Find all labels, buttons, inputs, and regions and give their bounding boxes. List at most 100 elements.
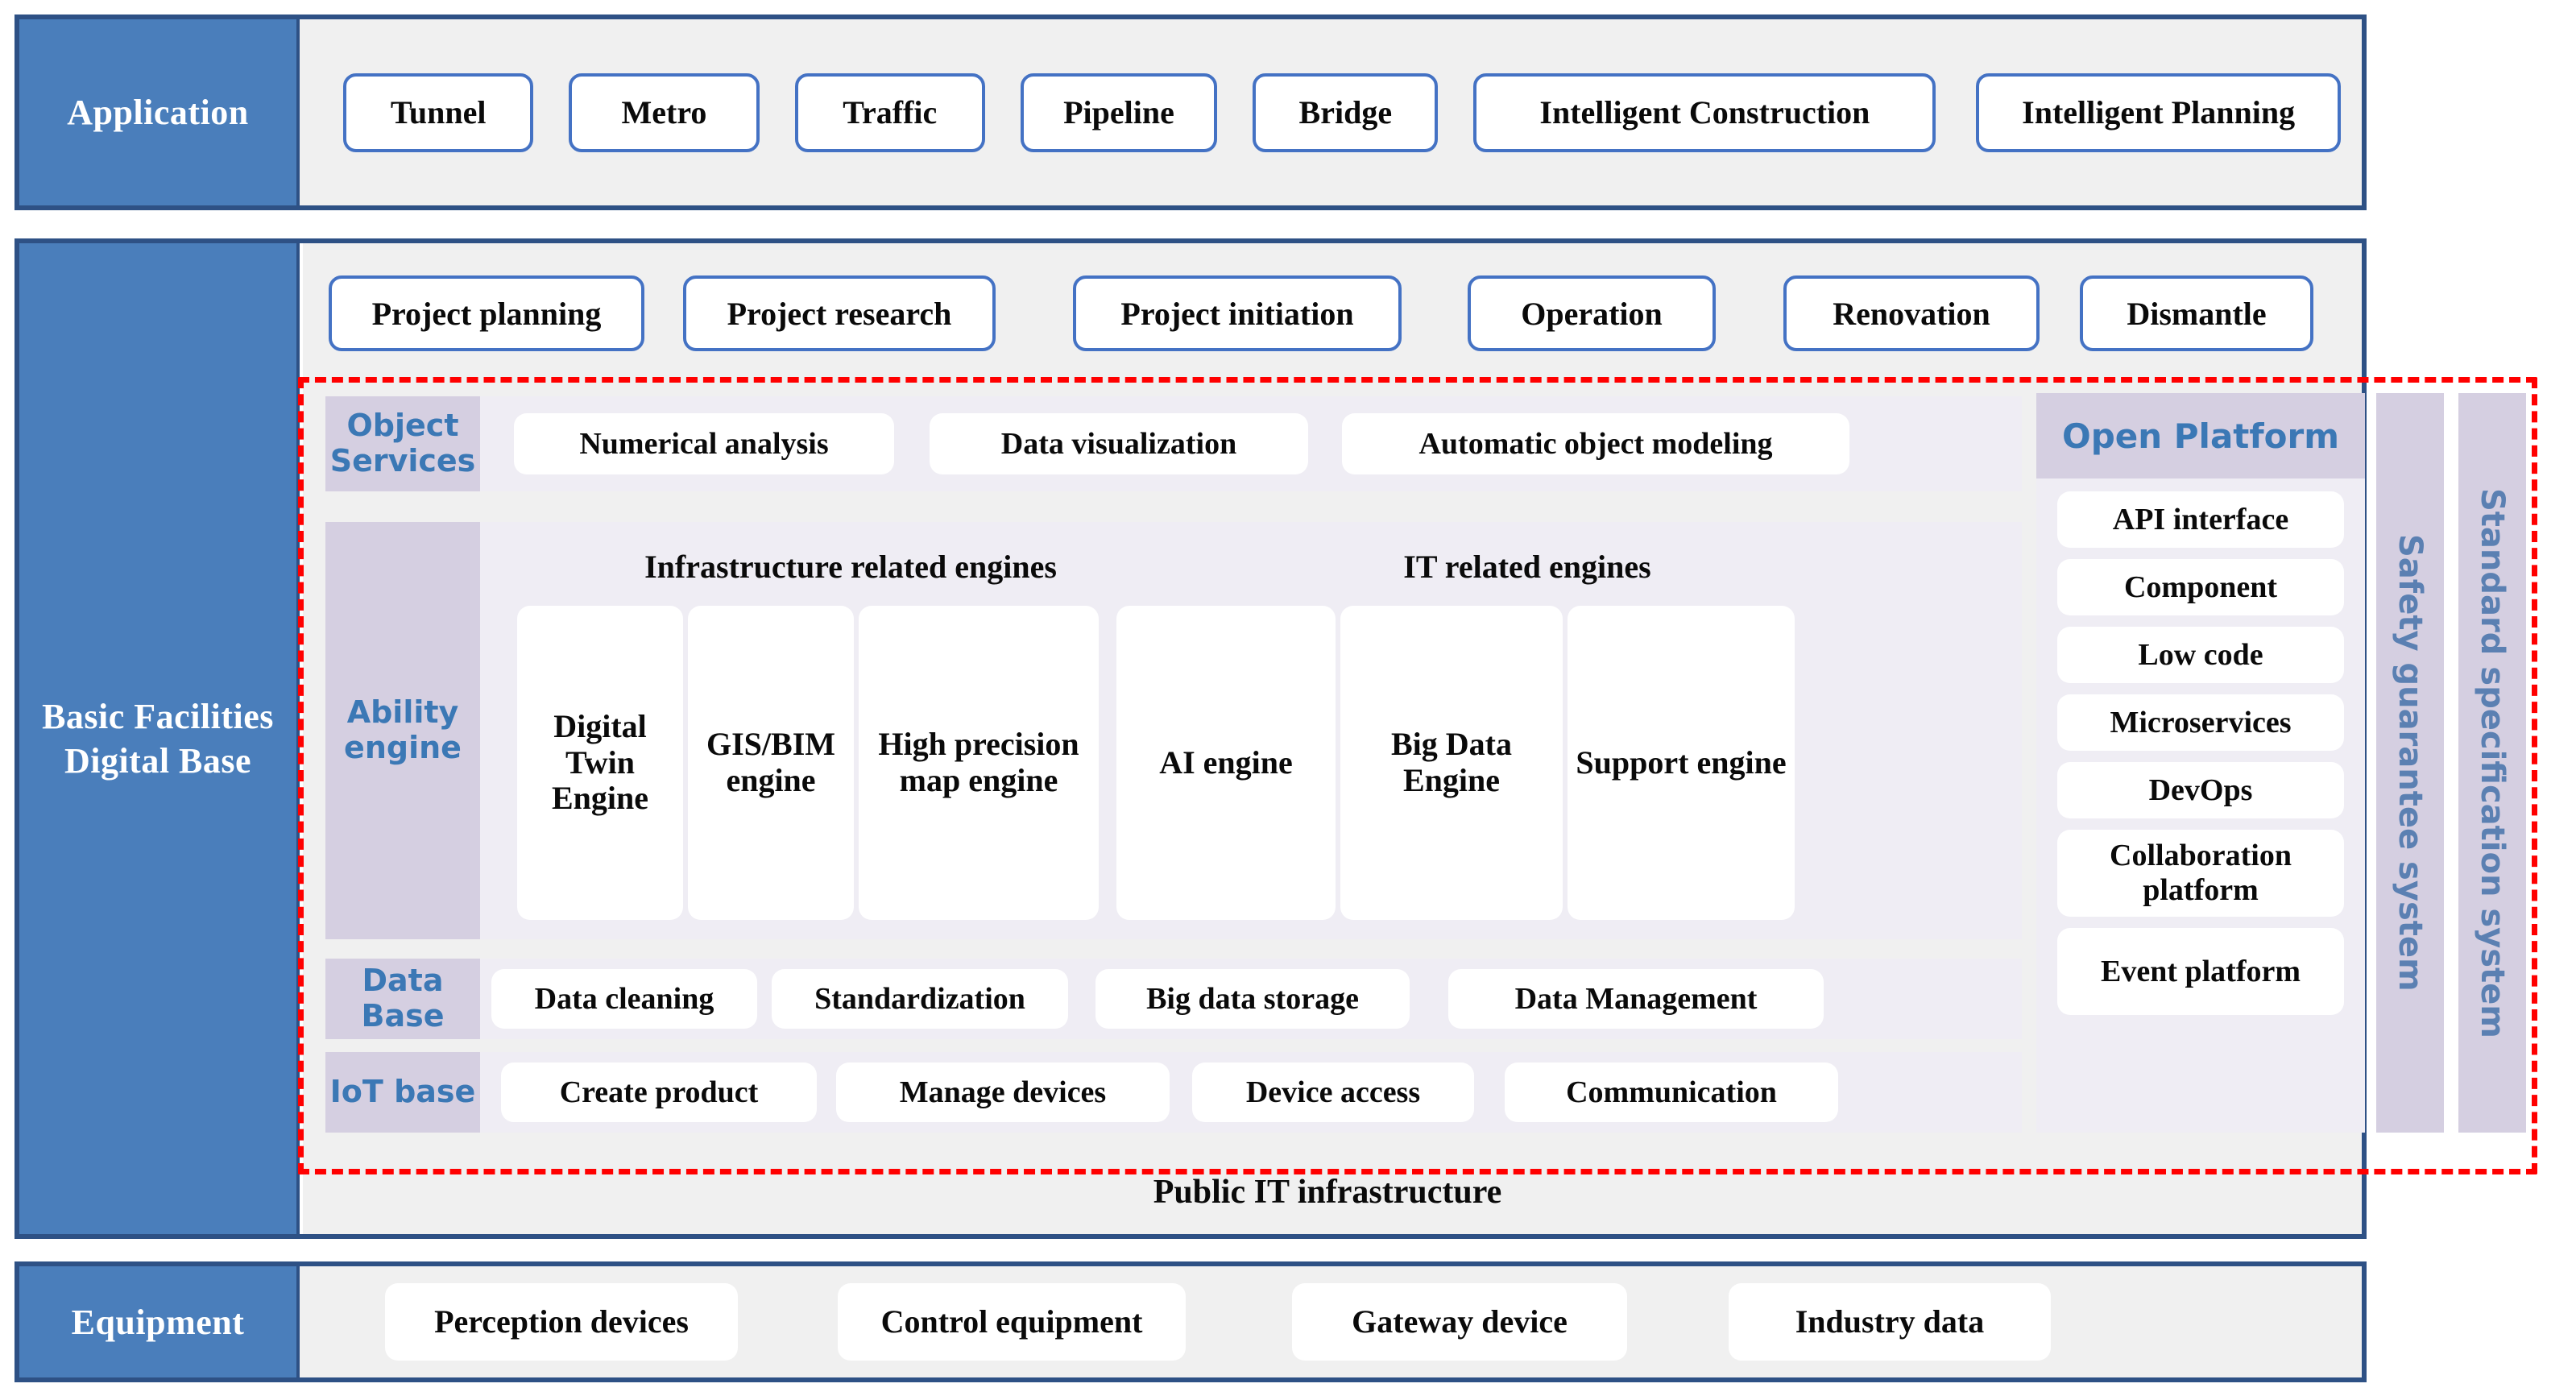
object-services-items: Numerical analysis Data visualization Au… [480, 396, 1849, 491]
app-item-traffic[interactable]: Traffic [794, 72, 985, 152]
data-base-standardization[interactable]: Standardization [772, 969, 1068, 1029]
equipment-industry-data[interactable]: Industry data [1729, 1283, 2051, 1361]
chip-label: Collaboration platform [2110, 839, 2292, 907]
group-title-label: IT related engines [1403, 549, 1651, 585]
equipment-label-text: Equipment [71, 1302, 245, 1342]
row-key-label: Ability engine [344, 694, 462, 765]
equipment-gateway-device[interactable]: Gateway device [1292, 1283, 1627, 1361]
equipment-band-label: Equipment [19, 1266, 300, 1377]
open-platform-microservices[interactable]: Microservices [2057, 694, 2344, 751]
open-platform-devops[interactable]: DevOps [2057, 762, 2344, 818]
chip-label: Gateway device [1352, 1303, 1568, 1340]
row-key-label: Object Services [329, 408, 476, 478]
lifecycle-renovation[interactable]: Renovation [1783, 275, 2040, 351]
chip-label: API interface [2112, 502, 2289, 536]
lifecycle-label: Project initiation [1120, 295, 1354, 332]
equipment-items: Perception devices Control equipment Gat… [303, 1266, 2362, 1377]
object-service-data-visualization[interactable]: Data visualization [930, 413, 1308, 474]
app-item-label: Pipeline [1063, 94, 1174, 130]
data-base-data-management[interactable]: Data Management [1448, 969, 1824, 1029]
open-platform-collaboration-platform[interactable]: Collaboration platform [2057, 830, 2344, 917]
open-platform-event-platform[interactable]: Event platform [2057, 928, 2344, 1015]
lifecycle-operation[interactable]: Operation [1468, 275, 1716, 351]
iot-base-manage-devices[interactable]: Manage devices [836, 1063, 1170, 1122]
engine-label: AI engine [1159, 744, 1293, 781]
lifecycle-label: Operation [1521, 295, 1663, 332]
app-item-label: Traffic [843, 94, 938, 130]
engine-label: Digital Twin Engine [551, 707, 649, 817]
safety-guarantee-system: Safety guarantee system [2376, 393, 2444, 1133]
chip-label: Control equipment [880, 1303, 1143, 1340]
iot-base-communication[interactable]: Communication [1505, 1063, 1838, 1122]
data-base-row: Data Base Data cleaning Standardization … [325, 959, 2022, 1039]
lifecycle-project-research[interactable]: Project research [683, 275, 996, 351]
engine-high-precision-map[interactable]: High precision map engine [859, 606, 1099, 920]
app-item-label: Bridge [1298, 94, 1393, 130]
group-title-it: IT related engines [1229, 548, 1825, 586]
lifecycle-project-initiation[interactable]: Project initiation [1073, 275, 1402, 351]
open-platform-header: Open Platform [2036, 393, 2365, 478]
engine-cards: Digital Twin Engine GIS/BIM engine High … [480, 606, 1795, 920]
chip-label: Industry data [1795, 1303, 1985, 1340]
lifecycle-project-planning[interactable]: Project planning [329, 275, 644, 351]
public-it-infrastructure: Public IT infrastructure [303, 1154, 2352, 1231]
engine-gis-bim[interactable]: GIS/BIM engine [688, 606, 854, 920]
engine-support[interactable]: Support engine [1568, 606, 1795, 920]
equipment-perception-devices[interactable]: Perception devices [385, 1283, 738, 1361]
basic-facilities-band-label: Basic Facilities Digital Base [19, 243, 300, 1234]
data-base-big-data-storage[interactable]: Big data storage [1095, 969, 1410, 1029]
data-base-data-cleaning[interactable]: Data cleaning [491, 969, 757, 1029]
app-item-pipeline[interactable]: Pipeline [1020, 72, 1218, 152]
chip-label: Manage devices [899, 1075, 1107, 1109]
application-band: Application Tunnel Metro Traffic Pipelin… [14, 14, 2367, 210]
iot-base-key: IoT base [325, 1052, 480, 1133]
row-key-label: Data Base [361, 963, 445, 1034]
open-platform-title: Open Platform [2062, 416, 2339, 456]
basic-label-text: Basic Facilities Digital Base [42, 697, 274, 781]
engine-label: GIS/BIM engine [706, 726, 836, 798]
app-item-intelligent-planning[interactable]: Intelligent Planning [1976, 72, 2341, 152]
open-platform-low-code[interactable]: Low code [2057, 627, 2344, 683]
lifecycle-dismantle[interactable]: Dismantle [2080, 275, 2313, 351]
ability-engine-key: Ability engine [325, 522, 480, 939]
app-item-metro[interactable]: Metro [569, 72, 760, 152]
engine-label: Support engine [1576, 744, 1787, 781]
public-it-label: Public IT infrastructure [1153, 1174, 1502, 1211]
chip-label: Component [2123, 570, 2278, 604]
chip-label: Big data storage [1146, 981, 1359, 1016]
iot-base-items: Create product Manage devices Device acc… [480, 1052, 1838, 1133]
equipment-band: Equipment Perception devices Control equ… [14, 1261, 2367, 1382]
lifecycle-label: Project research [727, 295, 952, 332]
engine-digital-twin[interactable]: Digital Twin Engine [517, 606, 683, 920]
open-platform-items: API interface Component Low code Microse… [2057, 491, 2344, 1015]
iot-base-create-product[interactable]: Create product [501, 1063, 817, 1122]
equipment-control-equipment[interactable]: Control equipment [838, 1283, 1186, 1361]
chip-label: Device access [1245, 1075, 1421, 1109]
chip-label: Create product [559, 1075, 759, 1109]
ability-engine-groups: Infrastructure related engines IT relate… [480, 522, 2022, 939]
engine-big-data[interactable]: Big Data Engine [1340, 606, 1563, 920]
object-service-automatic-object-modeling[interactable]: Automatic object modeling [1342, 413, 1849, 474]
open-platform-api-interface[interactable]: API interface [2057, 491, 2344, 548]
iot-base-device-access[interactable]: Device access [1192, 1063, 1474, 1122]
app-item-bridge[interactable]: Bridge [1253, 72, 1439, 152]
object-service-numerical-analysis[interactable]: Numerical analysis [514, 413, 894, 474]
app-item-label: Metro [621, 94, 707, 130]
lifecycle-label: Renovation [1833, 295, 1990, 332]
chip-label: Communication [1566, 1075, 1777, 1109]
application-items: Tunnel Metro Traffic Pipeline Bridge Int… [303, 19, 2362, 205]
engine-ai[interactable]: AI engine [1116, 606, 1336, 920]
app-item-tunnel[interactable]: Tunnel [343, 72, 534, 152]
chip-label: Numerical analysis [579, 426, 829, 461]
lifecycle-row: Project planning Project research Projec… [303, 266, 2357, 361]
standard-specification-system-label: Standard specification system [2474, 487, 2511, 1038]
chip-label: Event platform [2100, 954, 2301, 988]
group-title-label: Infrastructure related engines [644, 549, 1057, 585]
object-services-key: Object Services [325, 396, 480, 491]
safety-guarantee-system-label: Safety guarantee system [2392, 534, 2429, 992]
app-item-intelligent-construction[interactable]: Intelligent Construction [1473, 72, 1936, 152]
chip-label: Data visualization [1000, 426, 1237, 461]
open-platform-component[interactable]: Component [2057, 559, 2344, 615]
chip-label: Data cleaning [534, 981, 714, 1016]
